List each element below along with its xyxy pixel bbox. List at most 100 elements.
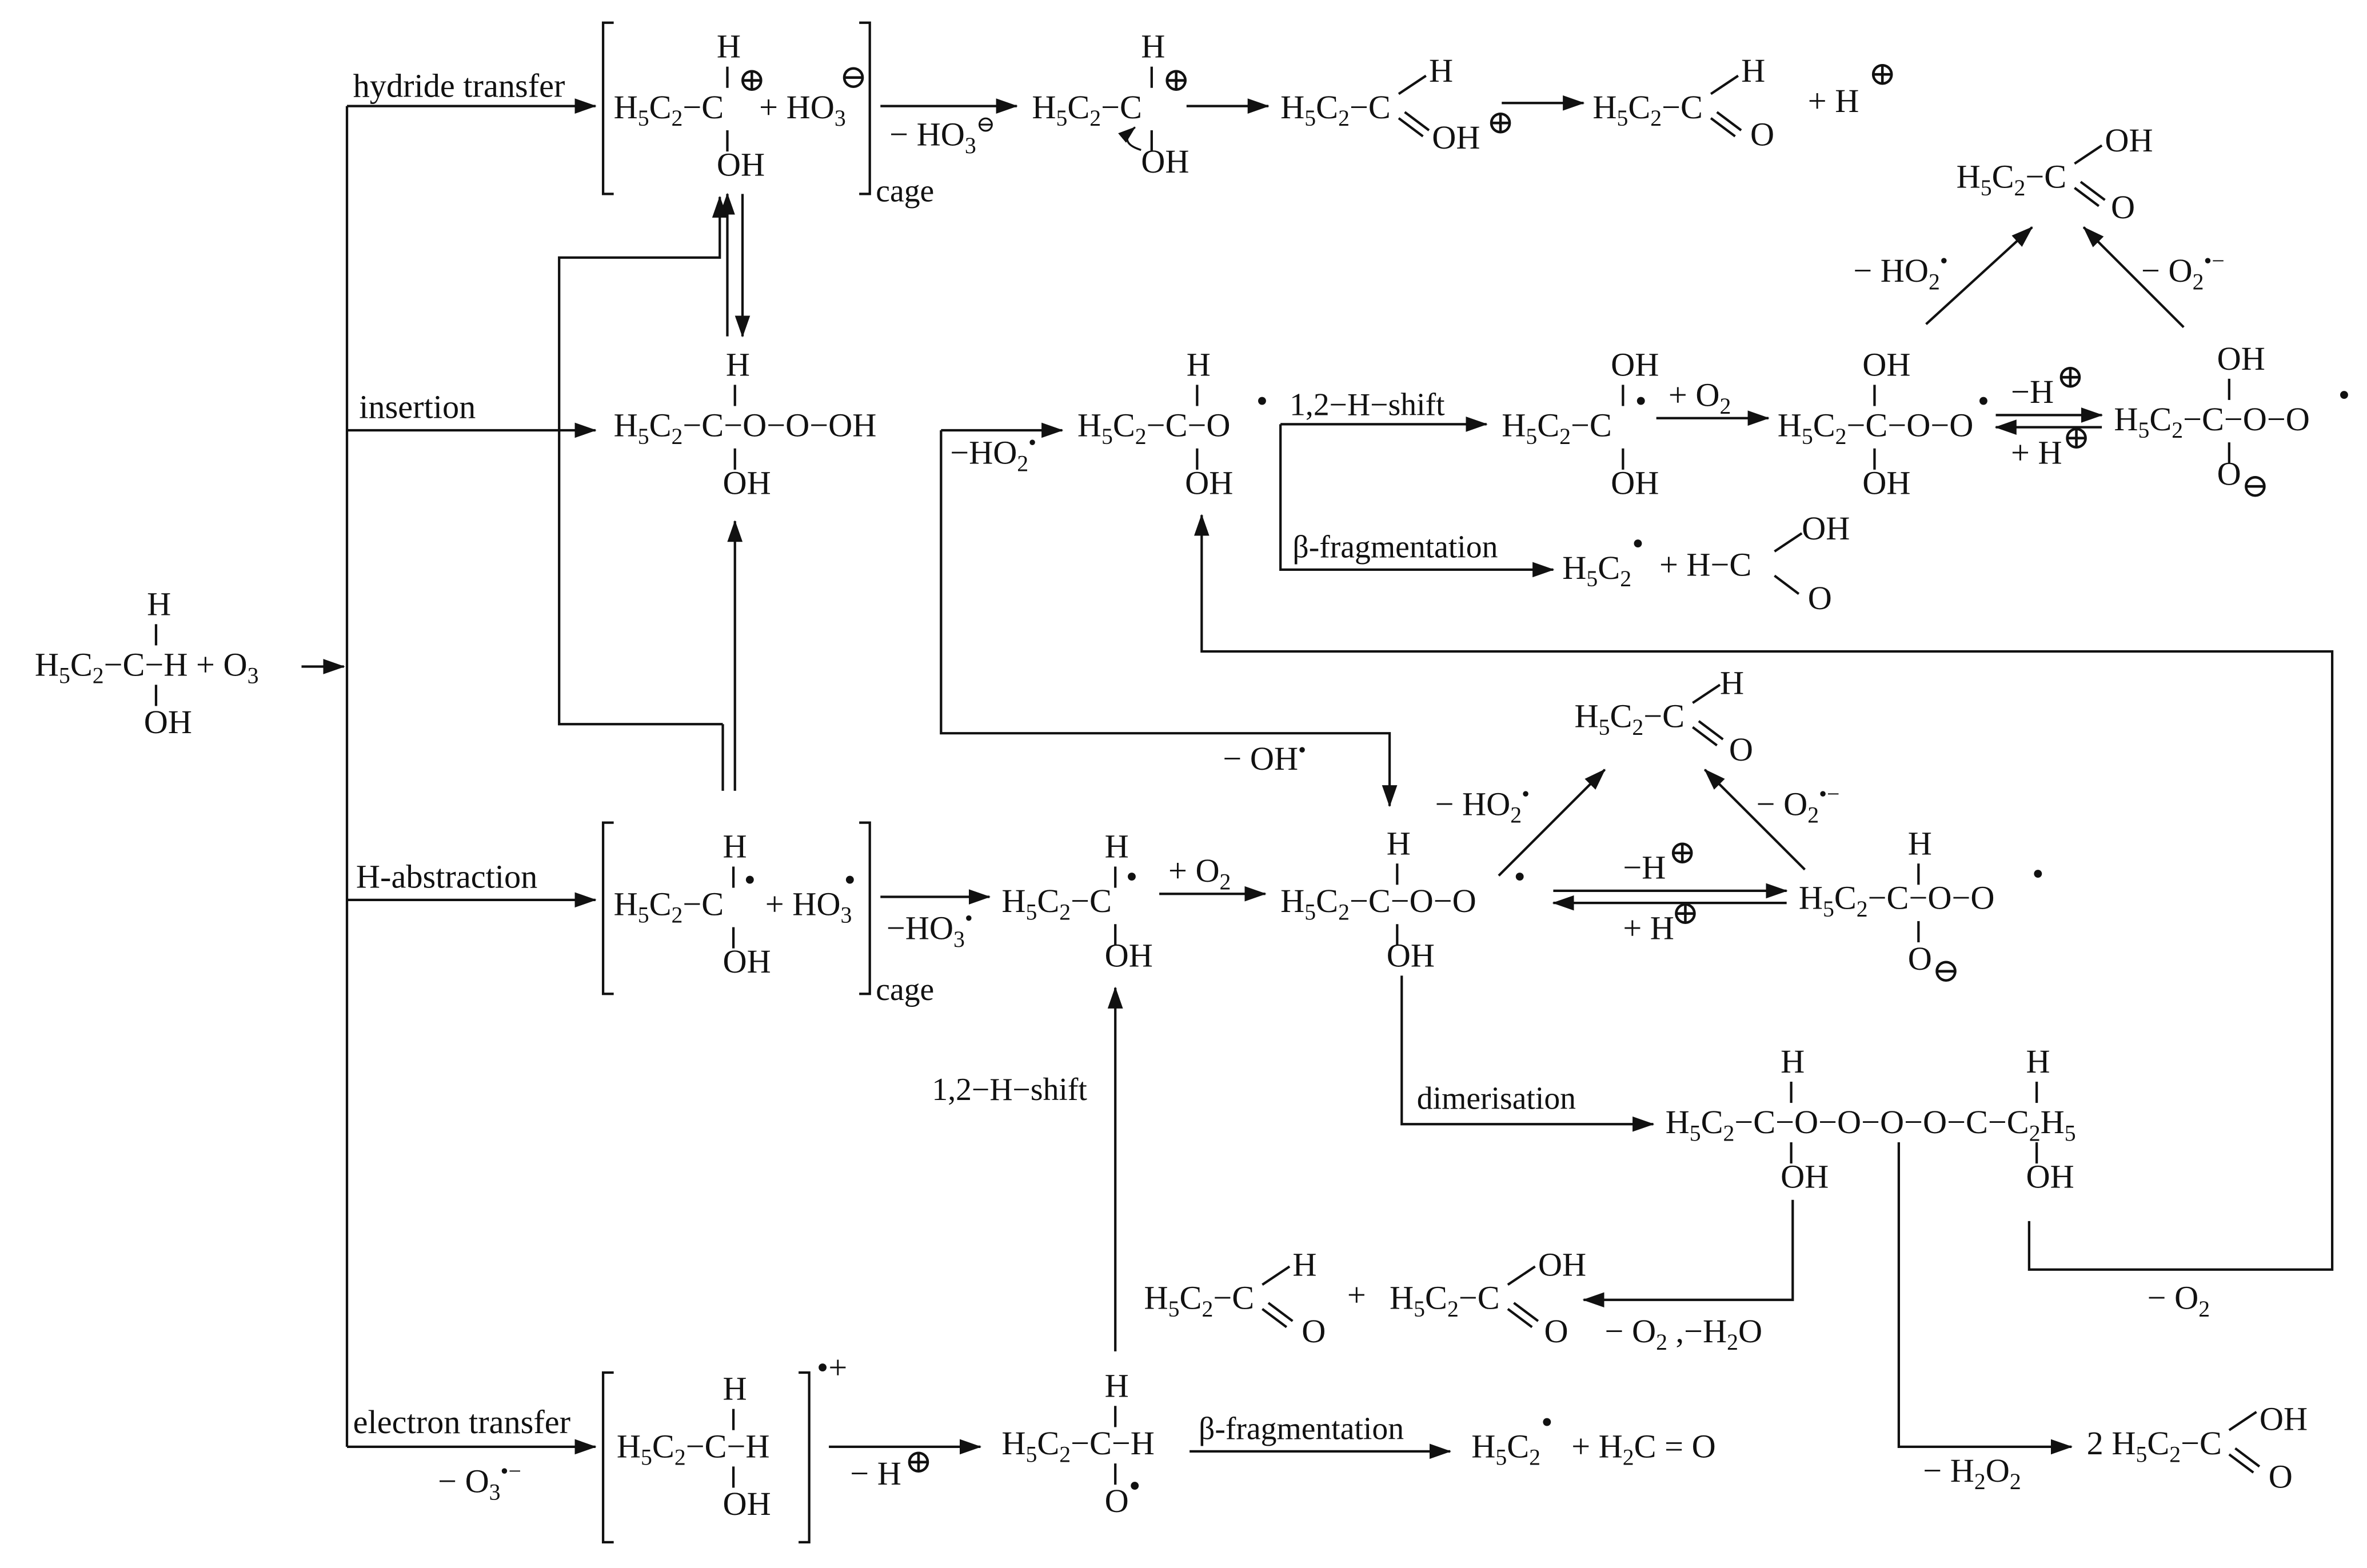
svg-text:•: •: [1635, 382, 1647, 419]
svg-text:OH: OH: [723, 464, 771, 501]
svg-text:OH: OH: [1862, 346, 1910, 383]
svg-text:H5C2−C: H5C2−C: [1957, 158, 2067, 201]
svg-text:OH: OH: [1105, 937, 1153, 974]
svg-text:H5C2−C−H: H5C2−C−H: [617, 1427, 770, 1470]
svg-text:H5C2−C: H5C2−C: [1144, 1279, 1255, 1322]
carbocation: H H5C2−C ⊕ OH: [1032, 28, 1190, 180]
acetaldehyde-mid: H5C2−C H O: [1575, 664, 1754, 768]
svg-text:⊖: ⊖: [2241, 467, 2269, 505]
svg-text:H: H: [1187, 346, 1211, 383]
svg-text:OH: OH: [2026, 1158, 2074, 1195]
label-minus-ho2-1: −HO2•: [950, 430, 1036, 476]
svg-text:OH: OH: [1611, 464, 1659, 501]
tetroxide: H H H5C2−C−O−O−O−O−C−C2H5 OH OH: [1666, 1043, 2076, 1195]
label-12-h-shift-bottom: 1,2−H−shift: [932, 1072, 1087, 1107]
cage-complex-abstraction: H H5C2−C • + HO3 • OH cage: [601, 821, 934, 1007]
svg-text:H5C2−C: H5C2−C: [1390, 1279, 1500, 1322]
et-fragmentation-products: H5C2 • + H2C = O: [1471, 1403, 1715, 1470]
svg-text:•: •: [1632, 525, 1643, 562]
svg-text:OH: OH: [1611, 346, 1659, 383]
svg-text:H: H: [723, 1370, 747, 1407]
svg-text:OH: OH: [1185, 464, 1233, 501]
svg-text:OH: OH: [717, 146, 765, 183]
svg-text:⊕: ⊕: [738, 61, 766, 98]
dihydroxy-radical: OH H5C2−C • OH: [1502, 346, 1659, 501]
svg-text:H: H: [1429, 52, 1453, 89]
label-minus-ho2-mid: − HO2•: [1435, 781, 1530, 827]
label-minus-h-mid: −H: [1623, 849, 1666, 886]
label-minus-o2-anion-mid: − O2•−: [1757, 781, 1840, 827]
svg-text:H5C2−C−O−O: H5C2−C−O−O: [1799, 879, 1995, 922]
svg-text:O: O: [1808, 579, 1832, 617]
label-minus-ho3-anion: − HO3⊖: [889, 112, 995, 158]
svg-text:H5C2−C: H5C2−C: [1032, 89, 1142, 131]
svg-text:•: •: [1256, 382, 1268, 419]
label-minus-h-top: −H: [2011, 373, 2054, 410]
svg-text:OH: OH: [1432, 119, 1480, 156]
two-propanoic-acid: 2 H5C2−C OH O: [2087, 1401, 2308, 1495]
svg-text:⊕: ⊕: [2057, 358, 2085, 395]
svg-text:H: H: [2026, 1043, 2050, 1080]
svg-text:⊕: ⊕: [2062, 419, 2090, 456]
svg-text:H: H: [1741, 52, 1765, 89]
acetaldehyde-plus-proton: H5C2−C H O + H ⊕: [1592, 52, 1896, 153]
label-dimerisation: dimerisation: [1417, 1081, 1576, 1117]
label-minus-ho3-radical: −HO3•: [887, 906, 973, 952]
svg-text:H5C2−C−O−O: H5C2−C−O−O: [1280, 882, 1476, 925]
svg-text:•: •: [1541, 1403, 1552, 1441]
svg-text:OH: OH: [2260, 1401, 2308, 1438]
svg-text:O: O: [2269, 1458, 2293, 1495]
svg-text:H5C2−C: H5C2−C: [1575, 698, 1685, 740]
reactant-ethanol-ozone: H H5C2−C−H + O3 OH: [35, 585, 259, 741]
label-plus-h-mid: + H: [1623, 910, 1674, 947]
svg-text:OH: OH: [2217, 340, 2265, 377]
svg-text:⊕: ⊕: [1669, 834, 1697, 871]
svg-text:H: H: [1387, 825, 1411, 862]
svg-text:OH: OH: [1141, 143, 1189, 180]
svg-text:⊕: ⊕: [1671, 894, 1699, 931]
label-minus-ho2-top: − HO2•: [1853, 248, 1947, 294]
label-hydride-transfer: hydride transfer: [353, 67, 565, 105]
label-plus-o2-mid: + O2: [1168, 852, 1231, 894]
label-electron-transfer: electron transfer: [353, 1403, 570, 1441]
label-h-abstraction: H-abstraction: [356, 858, 537, 895]
svg-text:O: O: [1750, 116, 1774, 153]
label-beta-fragmentation-bottom: β-fragmentation: [1199, 1411, 1404, 1447]
svg-text:H: H: [1908, 825, 1932, 862]
label-minus-h2o2: − H2O2: [1923, 1452, 2021, 1494]
label-plus-o2-top: + O2: [1669, 377, 1731, 419]
svg-text:H: H: [1292, 1246, 1316, 1283]
svg-text:+ H2C = O: + H2C = O: [1571, 1427, 1716, 1470]
svg-text:+ HO3: + HO3: [765, 885, 852, 927]
svg-text:OH: OH: [1781, 1158, 1829, 1195]
label-insertion: insertion: [359, 389, 476, 426]
svg-text:OH: OH: [2105, 122, 2153, 159]
propanoic-acid-top: H5C2−C OH O: [1957, 122, 2153, 226]
svg-text:+ H: + H: [1808, 82, 1859, 119]
label-minus-o3-radical-anion: − O3•−: [438, 1459, 521, 1505]
peroxyl-anion: H H5C2−C−O−O • O ⊖: [1799, 825, 2044, 989]
svg-text:H5C2: H5C2: [1562, 549, 1631, 591]
svg-text:•: •: [1126, 858, 1137, 895]
svg-text:H5C2−C: H5C2−C: [614, 885, 724, 927]
svg-text:⊕: ⊕: [1487, 103, 1515, 141]
svg-text:H: H: [717, 28, 741, 65]
svg-text:H: H: [1105, 828, 1129, 865]
svg-text:H5C2−C−O−O−OH: H5C2−C−O−O−OH: [614, 407, 877, 449]
svg-text:H5C2−C: H5C2−C: [1280, 89, 1391, 131]
svg-text:H5C2−C−O−O: H5C2−C−O−O: [2114, 401, 2310, 443]
peroxyl-radical-diol: OH H5C2−C−O−O • OH: [1778, 346, 1989, 501]
protonated-aldehyde: H5C2−C H OH ⊕: [1280, 52, 1514, 156]
peroxyl-anion-diol: OH H5C2−C−O−O • O ⊖: [2114, 340, 2350, 505]
svg-text:H5C2−C: H5C2−C: [1592, 89, 1703, 131]
svg-text:H: H: [147, 585, 171, 622]
svg-text:H5C2−C−O−O−O−O−C−C2H5: H5C2−C−O−O−O−O−C−C2H5: [1666, 1103, 2076, 1146]
svg-text:H: H: [1781, 1043, 1805, 1080]
svg-text:H5C2−C: H5C2−C: [1502, 407, 1612, 449]
svg-text:O: O: [1908, 940, 1932, 977]
svg-text:H: H: [1141, 28, 1165, 65]
label-12-h-shift-top: 1,2−H−shift: [1290, 387, 1445, 422]
svg-text:OH: OH: [1387, 937, 1435, 974]
svg-text:2 H5C2−C: 2 H5C2−C: [2087, 1425, 2222, 1467]
svg-text:+ HO3: + HO3: [759, 89, 846, 131]
